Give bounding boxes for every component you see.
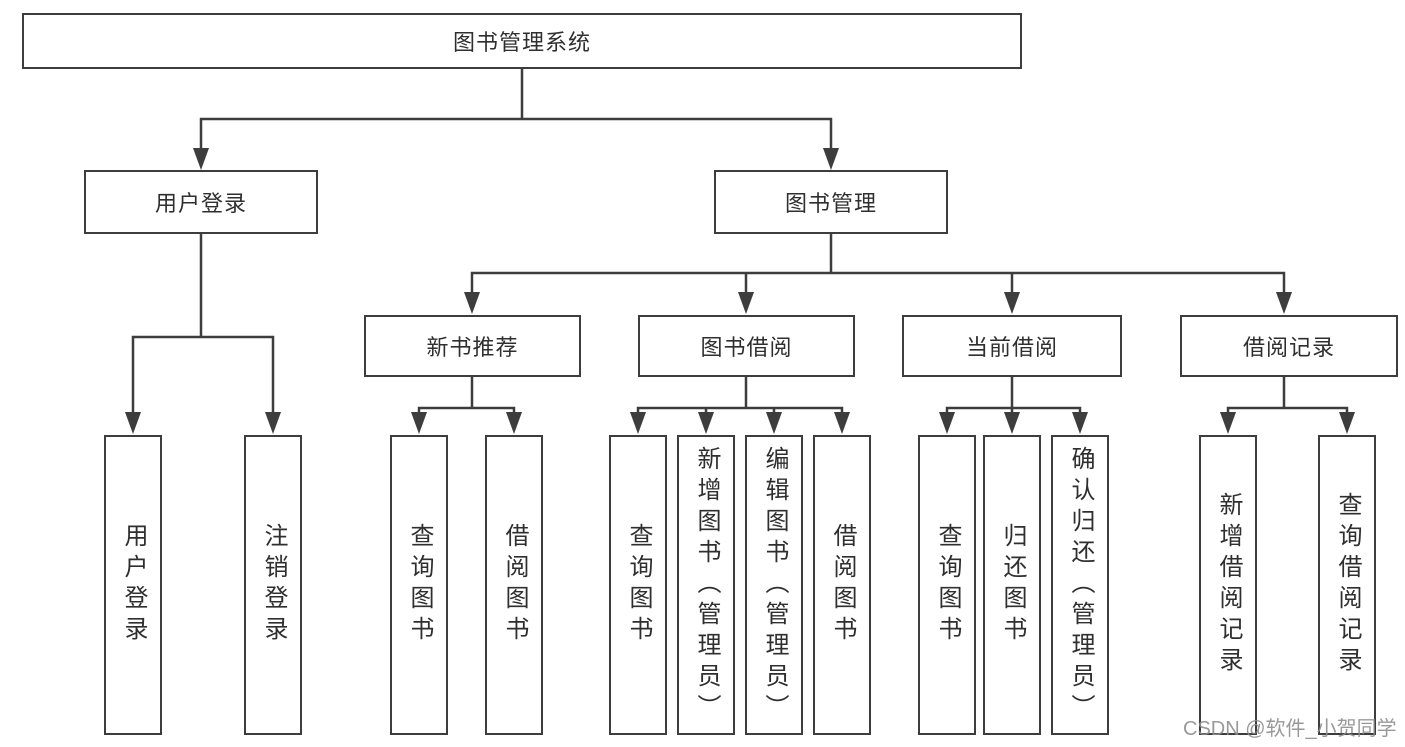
leaf-query-books-recommend-label: 查询图书 <box>406 523 433 647</box>
leaf-add-borrow-record: 新增借阅记录 <box>1199 435 1257 735</box>
node-root-label: 图书管理系统 <box>452 30 591 55</box>
connector-book-mgmt-to-level3 <box>464 234 1292 314</box>
leaf-add-borrow-record-label: 新增借阅记录 <box>1215 492 1242 678</box>
leaf-confirm-return-admin: 确认归还（管理员） <box>1051 435 1109 735</box>
leaf-query-books-current: 查询图书 <box>918 435 976 735</box>
leaf-logout-label: 注销登录 <box>260 523 287 647</box>
leaf-query-borrow-record-label: 查询借阅记录 <box>1334 492 1361 678</box>
leaf-confirm-return-admin-label: 确认归还（管理员） <box>1067 445 1094 725</box>
node-new-book-recommend-label: 新书推荐 <box>426 335 519 360</box>
leaf-edit-books-admin-label: 编辑图书（管理员） <box>761 445 788 725</box>
leaf-borrow-books-borrow: 借阅图书 <box>813 435 871 735</box>
node-book-borrow: 图书借阅 <box>638 315 855 377</box>
leaf-borrow-books-borrow-label: 借阅图书 <box>829 523 856 647</box>
leaf-borrow-books-recommend-label: 借阅图书 <box>501 523 528 647</box>
node-user-login-label: 用户登录 <box>154 191 247 216</box>
leaf-user-login: 用户登录 <box>104 435 162 735</box>
leaf-query-books-borrow-label: 查询图书 <box>625 523 652 647</box>
leaf-query-borrow-record: 查询借阅记录 <box>1318 435 1376 735</box>
node-current-borrow-label: 当前借阅 <box>965 335 1058 360</box>
connector-root-to-level2 <box>193 69 839 170</box>
node-book-borrow-label: 图书借阅 <box>700 335 793 360</box>
leaf-borrow-books-recommend: 借阅图书 <box>485 435 543 735</box>
connector-new-book-to-leaves <box>411 377 522 434</box>
leaf-return-books-label: 归还图书 <box>999 523 1026 647</box>
leaf-add-books-admin-label: 新增图书（管理员） <box>693 445 720 725</box>
node-user-login: 用户登录 <box>84 170 318 234</box>
node-borrow-records-label: 借阅记录 <box>1242 335 1335 360</box>
node-root: 图书管理系统 <box>22 13 1022 69</box>
csdn-watermark: CSDN @软件_小贺同学 <box>1183 718 1397 740</box>
node-new-book-recommend: 新书推荐 <box>364 315 581 377</box>
leaf-query-books-borrow: 查询图书 <box>609 435 667 735</box>
node-borrow-records: 借阅记录 <box>1180 315 1398 377</box>
leaf-add-books-admin: 新增图书（管理员） <box>677 435 735 735</box>
leaf-user-login-label: 用户登录 <box>120 523 147 647</box>
leaf-query-books-current-label: 查询图书 <box>934 523 961 647</box>
connector-book-borrow-to-leaves <box>630 377 850 434</box>
leaf-return-books: 归还图书 <box>983 435 1041 735</box>
node-book-management-label: 图书管理 <box>784 191 877 216</box>
node-current-borrow: 当前借阅 <box>902 315 1122 377</box>
connector-borrow-records-to-leaves <box>1220 377 1355 434</box>
leaf-edit-books-admin: 编辑图书（管理员） <box>745 435 803 735</box>
connector-current-borrow-to-leaves <box>939 377 1088 434</box>
leaf-logout: 注销登录 <box>244 435 302 735</box>
connector-user-login-to-leaves <box>125 234 281 434</box>
leaf-query-books-recommend: 查询图书 <box>390 435 448 735</box>
node-book-management: 图书管理 <box>714 170 948 234</box>
